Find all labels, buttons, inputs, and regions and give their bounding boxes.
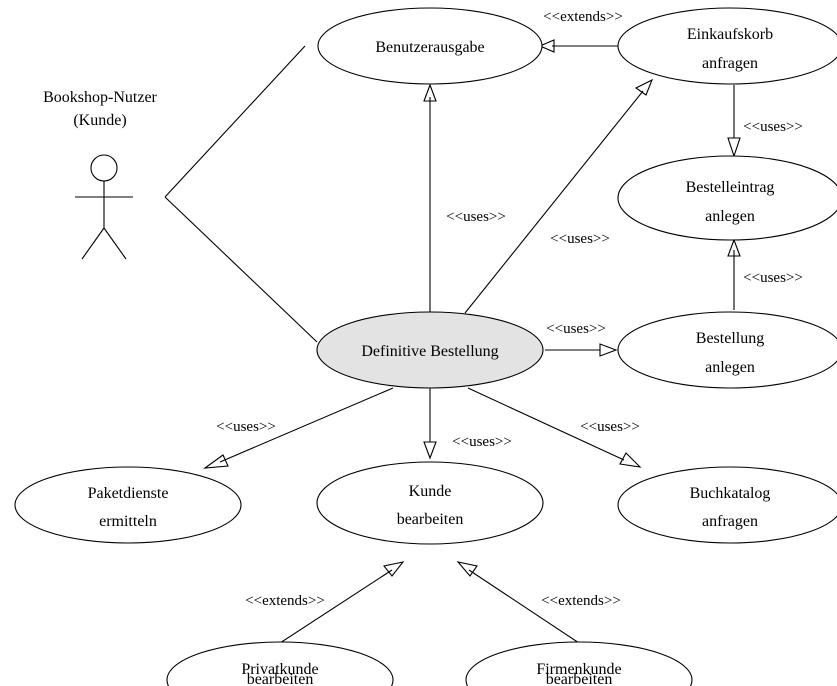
stereotype-uses-definitive-einkaufskorb: <<uses>> [550, 231, 610, 247]
association-actor-definitive-bestellung [164, 196, 318, 343]
arrowhead-to-paketdienste [203, 454, 229, 469]
actor-left-leg [81, 227, 105, 260]
arrowhead-privat-to-kunde [383, 561, 405, 577]
arrowhead-to-benutzerausgabe-extends [538, 39, 555, 53]
label-bestelleintrag-line2: anlegen [705, 208, 755, 225]
stereotype-uses-definitive-buchkatalog: <<uses>> [580, 419, 640, 435]
stereotype-uses-definitive-benutzerausgabe: <<uses>> [446, 209, 506, 225]
usecase-buchkatalog-anfragen [617, 466, 837, 544]
usecase-privatkunde-bearbeiten [166, 641, 394, 686]
stereotype-extends-firmenkunde: <<extends>> [541, 593, 621, 609]
label-definitive-bestellung: Definitive Bestellung [361, 343, 498, 360]
label-firmenkunde-line1: Firmenkunde [536, 661, 621, 678]
stereotype-uses-bestellung-bestelleintrag: <<uses>> [743, 270, 803, 286]
label-privatkunde-line1: Privatkunde [241, 661, 318, 678]
relation-privatkunde-kunde [279, 569, 393, 644]
arrowhead-firmen-to-kunde [456, 561, 478, 577]
label-einkaufskorb-line1: Einkaufskorb [687, 26, 773, 43]
label-buchkatalog-line1: Buchkatalog [690, 485, 771, 502]
actor-name-line1: Bookshop-Nutzer [43, 89, 157, 106]
stereotype-uses-definitive-paketdienste: <<uses>> [216, 419, 276, 435]
actor-right-leg [103, 227, 127, 260]
usecase-einkaufskorb-anfragen [617, 7, 837, 85]
association-actor-benutzerausgabe [164, 45, 306, 198]
label-bestellung-line2: anlegen [705, 359, 755, 376]
usecase-bestelleintrag-anlegen [617, 155, 837, 241]
label-kunde-line2: bearbeiten [397, 511, 464, 528]
arrowhead-to-bestelleintrag-bottom [727, 238, 741, 257]
stereotype-extends-privatkunde: <<extends>> [245, 593, 325, 609]
label-bestelleintrag-line1: Bestelleintrag [686, 179, 775, 196]
stereotype-uses-definitive-bestellung: <<uses>> [546, 321, 606, 337]
label-bestellung-line1: Bestellung [696, 330, 764, 347]
relation-definitive-einkaufskorb [464, 90, 644, 314]
stereotype-extends-einkaufskorb: <<extends>> [543, 9, 623, 25]
usecase-definitive-bestellung [316, 311, 544, 389]
usecase-benutzerausgabe [317, 7, 543, 85]
usecase-kunde-bearbeiten [316, 461, 544, 545]
arrowhead-to-einkaufskorb [634, 78, 654, 96]
label-paketdienste-line2: ermitteln [99, 513, 157, 530]
relation-definitive-paketdienste [219, 387, 394, 463]
arrowhead-to-bestelleintrag-top [727, 137, 741, 158]
actor-stick-figure [75, 154, 133, 260]
usecase-paketdienste-ermitteln [14, 466, 242, 544]
label-firmenkunde-line2: bearbeiten [546, 671, 613, 686]
label-privatkunde-line2: bearbeiten [247, 671, 314, 686]
actor-head [90, 154, 118, 182]
actor-name-line2: (Kunde) [73, 112, 126, 129]
label-kunde-line1: Kunde [409, 483, 452, 500]
arrowhead-to-bestellung [599, 343, 618, 357]
usecase-firmenkunde-bearbeiten [465, 641, 693, 686]
arrowhead-to-benutzerausgabe-uses [423, 83, 437, 102]
label-einkaufskorb-line2: anfragen [702, 55, 758, 72]
relation-firmenkunde-kunde [468, 569, 580, 644]
label-paketdienste-line1: Paketdienste [88, 485, 169, 502]
label-benutzerausgabe: Benutzerausgabe [375, 39, 484, 56]
usecase-bestellung-anlegen [617, 311, 837, 389]
relation-definitive-buchkatalog [467, 387, 625, 461]
stereotype-uses-einkaufskorb-bestelleintrag: <<uses>> [743, 119, 803, 135]
label-buchkatalog-line2: anfragen [702, 513, 758, 530]
arrowhead-to-kunde [423, 441, 437, 460]
arrowhead-to-buchkatalog [619, 452, 642, 468]
stereotype-uses-definitive-kunde: <<uses>> [452, 434, 512, 450]
